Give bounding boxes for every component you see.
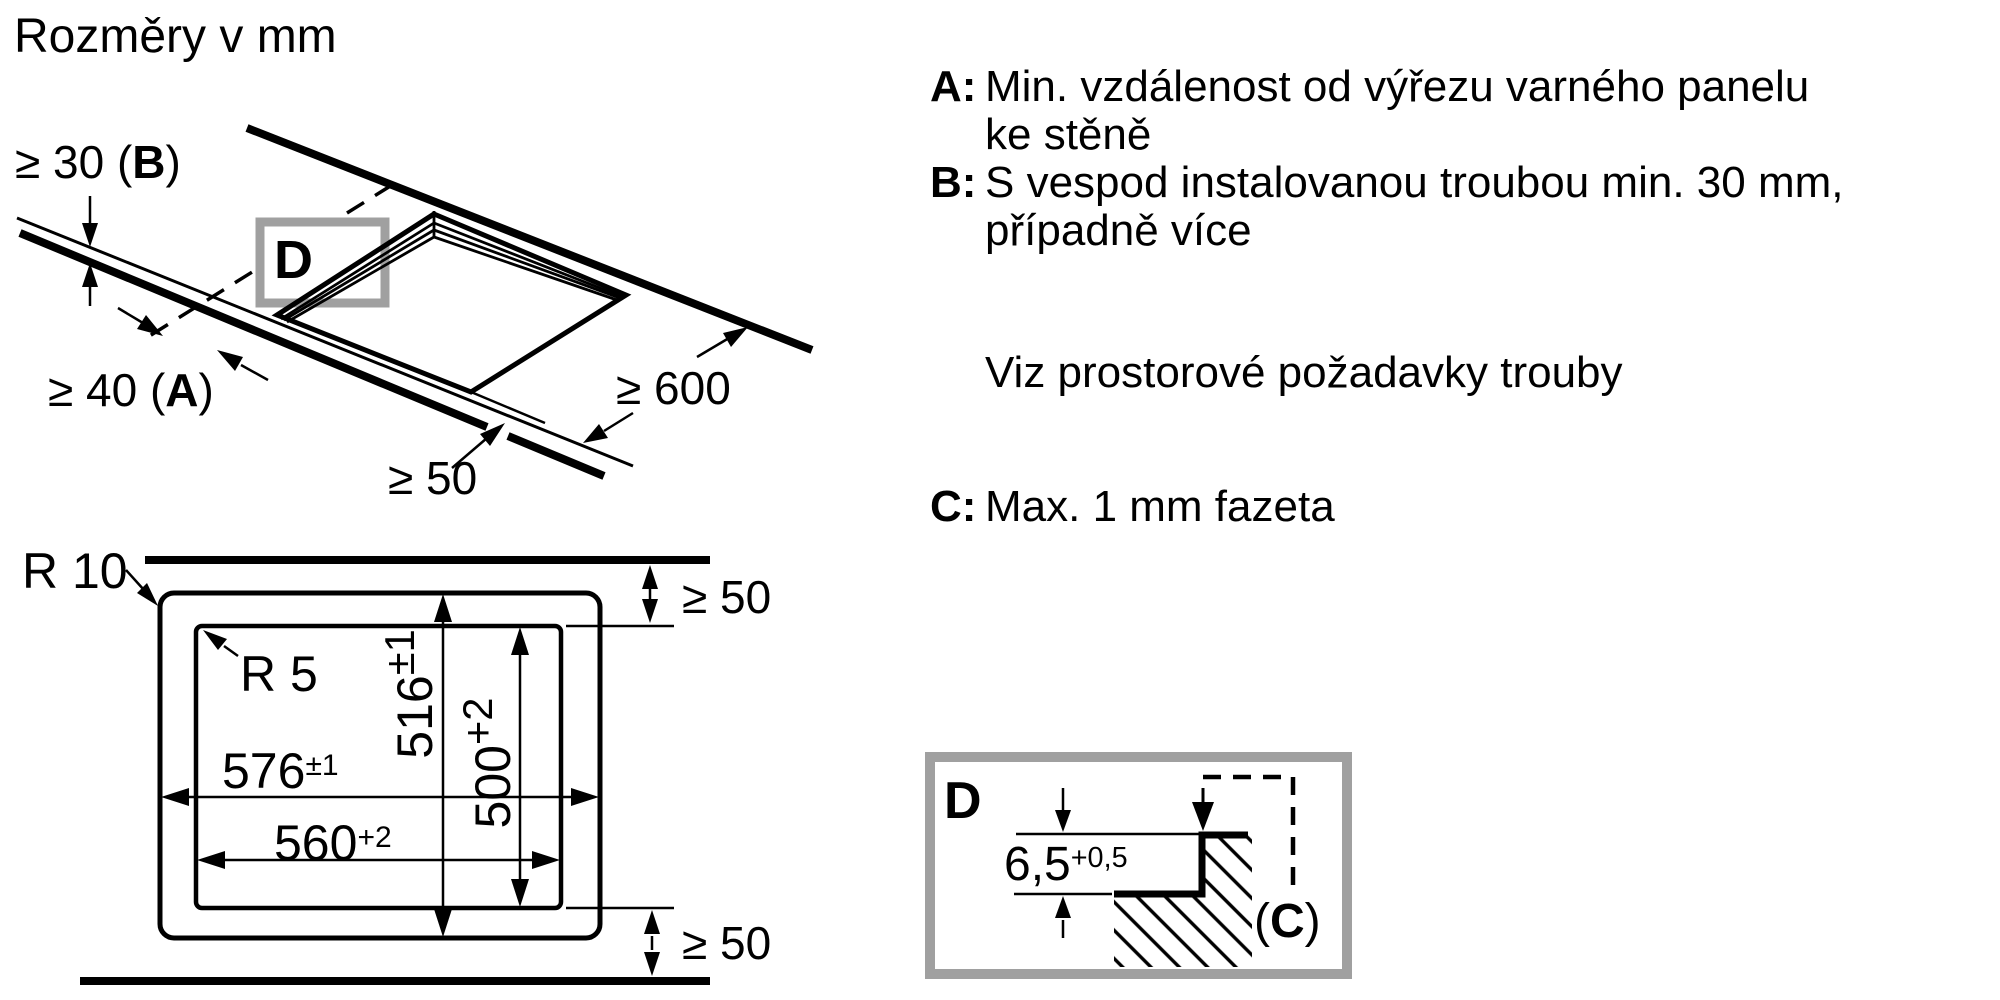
cooktop-facet-lines xyxy=(280,211,624,324)
note-a-line2: ke stěně xyxy=(985,110,1152,159)
note-b-key: B: xyxy=(930,158,977,207)
outer-height-label: 516±1 xyxy=(376,629,443,759)
note-b-line2: případně více xyxy=(985,206,1252,255)
note-c-text: Max. 1 mm fazeta xyxy=(985,482,1335,531)
top-view-lines xyxy=(16,124,814,480)
detail-d-view xyxy=(925,752,1352,979)
step-depth-label: 6,5+0,5 xyxy=(1004,838,1128,891)
note-a-key: A: xyxy=(930,62,977,111)
dim-min-front-label: ≥ 50 xyxy=(388,452,478,504)
worktop-front-edge-bottom xyxy=(18,229,606,480)
inner-width-label: 560+2 xyxy=(274,815,392,871)
cutout-view-lines xyxy=(80,556,710,985)
cutout-inner-rect xyxy=(193,623,564,911)
dim-600-arrows xyxy=(603,336,730,433)
page-title: Rozměry v mm xyxy=(14,10,337,63)
detail-d-marker-box xyxy=(255,217,390,308)
step-profile xyxy=(1114,831,1248,898)
cutout-outer-rect xyxy=(157,590,603,941)
dim-50-leader xyxy=(451,437,488,469)
detail-view-marker: D xyxy=(944,772,982,830)
inner-height-label: 500+2 xyxy=(454,697,521,829)
hob-glass-dashed-outline xyxy=(1203,774,1296,897)
note-c-key: C: xyxy=(930,482,977,531)
inner-radius-label: R 5 xyxy=(240,646,318,702)
note-b-line1: S vespod instalovanou troubou min. 30 mm… xyxy=(985,158,1844,207)
note-oven: Viz prostorové požadavky trouby xyxy=(985,348,1623,397)
wall-line xyxy=(245,124,814,354)
note-a-line1: Min. vzdálenost od výřezu varného panelu xyxy=(985,62,1810,111)
detail-d-marker: D xyxy=(274,230,313,290)
dim-min-right-label: ≥ 600 xyxy=(616,362,731,414)
bottom-clearance-label: ≥ 50 xyxy=(682,917,772,969)
top-clearance-label: ≥ 50 xyxy=(682,571,772,623)
dim-min-back-label: ≥ 30 (B) xyxy=(15,136,181,188)
dim-min-left-label: ≥ 40 (A) xyxy=(48,364,214,416)
outer-width-label: 576±1 xyxy=(222,743,339,799)
bevel-ref-label: (C) xyxy=(1254,895,1321,948)
outer-radius-label: R 10 xyxy=(22,543,128,599)
dim-a-arrows xyxy=(117,306,269,382)
worktop-front-edge-top xyxy=(16,216,634,468)
worktop-section-hatch xyxy=(1114,835,1252,967)
